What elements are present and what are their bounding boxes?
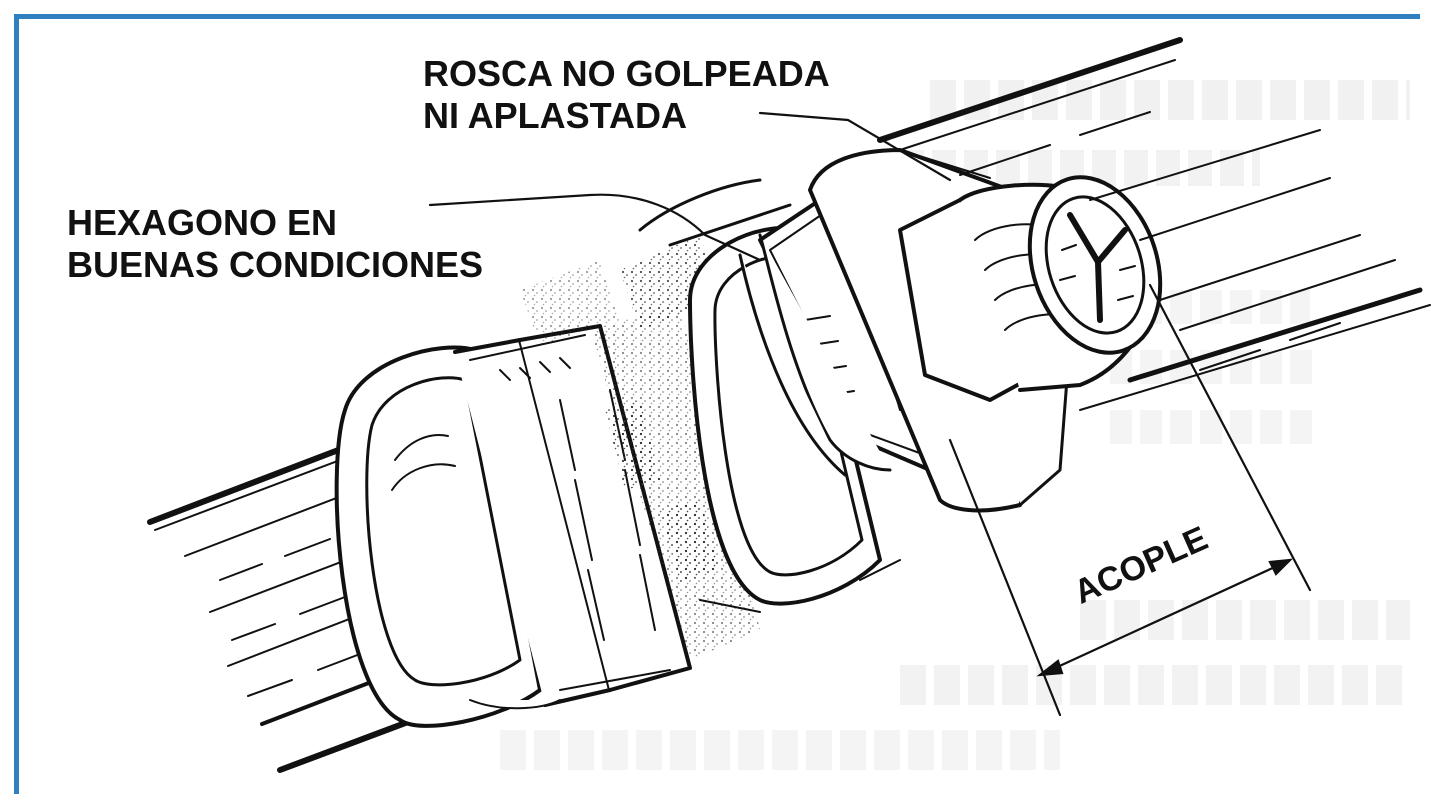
label-rosca: ROSCA NO GOLPEADA NI APLASTADA <box>423 53 830 138</box>
acople-arrow-left <box>1036 659 1064 677</box>
acople-extension-left <box>948 438 1062 717</box>
speckled-body-left <box>520 235 760 660</box>
acople-arrow-right <box>1268 558 1293 576</box>
label-rosca-line-1: ROSCA NO GOLPEADA <box>423 53 830 94</box>
leader-lines <box>428 111 1312 717</box>
right-pipe <box>877 37 1431 411</box>
label-hexagono-line-2: BUENAS CONDICIONES <box>67 244 484 286</box>
middle-fitting <box>638 178 901 613</box>
label-hexagono: HEXAGONO EN BUENAS CONDICIONES <box>67 202 483 287</box>
label-hexagono-line-1: HEXAGONO EN <box>67 202 338 243</box>
acople-dimension-line <box>1038 558 1292 677</box>
acople-extension-right <box>1148 283 1312 592</box>
hexagono-leader <box>428 193 762 262</box>
label-rosca-line-2: NI APLASTADA <box>423 95 687 137</box>
left-fitting <box>334 324 692 728</box>
rosca-leader <box>758 111 952 182</box>
right-fitting <box>808 148 1163 513</box>
diagram-frame <box>14 14 1420 794</box>
